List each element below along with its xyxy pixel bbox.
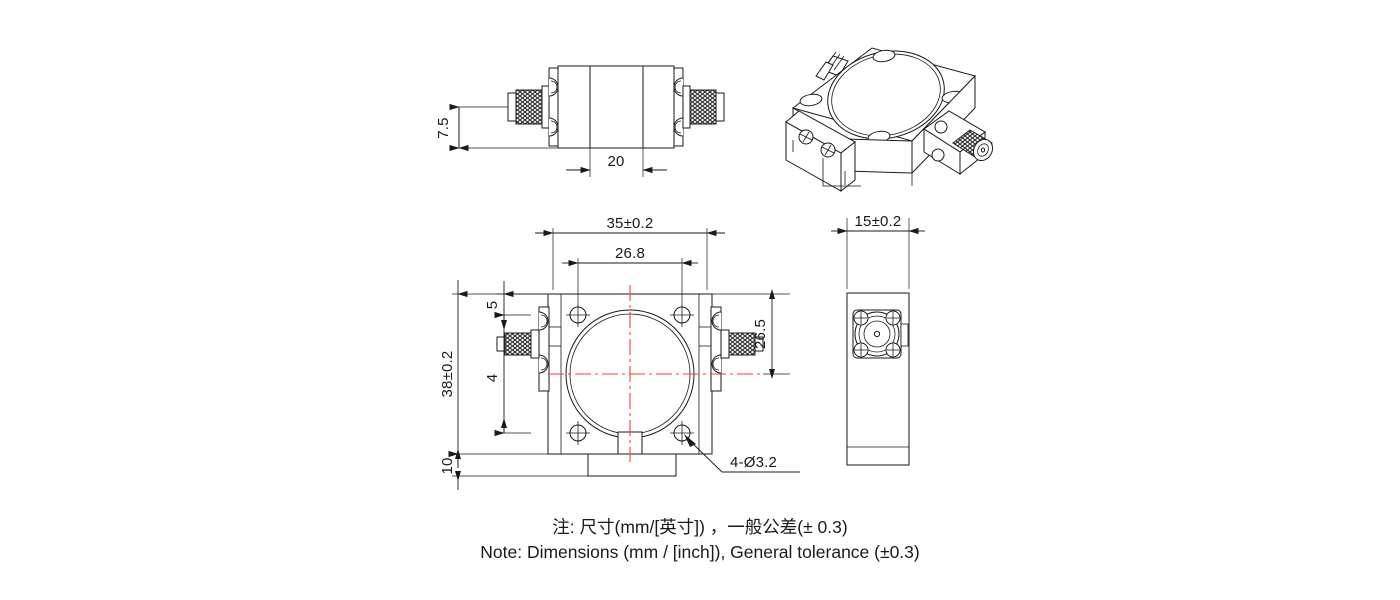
iso-left-boss: [785, 110, 856, 193]
top-view-body: [557, 65, 675, 149]
side-connector-ring-inner: [863, 320, 891, 348]
top-view-right-connector: [673, 67, 725, 147]
side-flange-screws: [853, 310, 901, 358]
note-line-chinese: 注: 尺寸(mm/[英寸]) ，一般公差(± 0.3): [552, 517, 848, 537]
dim-7-5: 7.5: [435, 103, 469, 152]
front-right-connector: [699, 306, 764, 392]
dim-4-label: 10: [439, 457, 456, 474]
dim-7-5-label: 7.5: [435, 117, 452, 138]
side-connector-ring-mid: [858, 315, 896, 353]
dim-20-label: 20: [607, 153, 624, 170]
dim-38-label: 38±0.2: [439, 351, 456, 398]
side-connector-center-pin: [873, 330, 881, 338]
dim-35: 35±0.2: [535, 215, 725, 290]
iso-right-connector: [923, 110, 994, 176]
front-hole-top-left: [566, 303, 590, 327]
top-view-left-connector: [507, 67, 559, 147]
front-hole-top-right: [670, 303, 694, 327]
dim-20: 20: [566, 148, 667, 177]
view-top-elevation: 7.5 20: [435, 65, 725, 177]
callout-holes-label: 4-Ø3.2: [730, 454, 777, 471]
callout-holes: 4-Ø3.2: [684, 434, 800, 473]
view-front: 35±0.2 26.8 38±0.2: [439, 215, 800, 490]
dim-15-label: 15±0.2: [855, 213, 902, 230]
view-side: 15±0.2: [831, 213, 925, 466]
dim-10: 26.5: [712, 289, 790, 379]
front-hole-bottom-left: [566, 421, 590, 445]
dim-26-5: 4: [484, 315, 531, 437]
front-bottom-tab: [587, 453, 677, 477]
dim-10-label: 26.5: [752, 319, 769, 349]
iso-hole-bl: [799, 93, 823, 107]
dim-26-5-label: 4: [484, 374, 501, 383]
side-edge-tab: [900, 323, 909, 347]
drawing-note: 注: 尺寸(mm/[英寸]) ，一般公差(± 0.3) Note: Dimens…: [0, 515, 1400, 566]
dim-35-label: 35±0.2: [607, 215, 654, 232]
dim-5-label: 5: [484, 301, 501, 310]
note-line-english: Note: Dimensions (mm / [inch]), General …: [480, 542, 920, 563]
dim-15: 15±0.2: [831, 213, 925, 289]
iso-hole-tl: [872, 49, 896, 63]
front-left-connector: [496, 306, 561, 392]
dim-5: 5: [484, 281, 548, 328]
dim-4: 10: [439, 449, 588, 490]
front-mounting-holes: [566, 303, 694, 445]
dim-26-8: 26.8: [562, 245, 698, 303]
dim-26-8-label: 26.8: [615, 245, 645, 262]
view-isometric: [785, 47, 994, 193]
